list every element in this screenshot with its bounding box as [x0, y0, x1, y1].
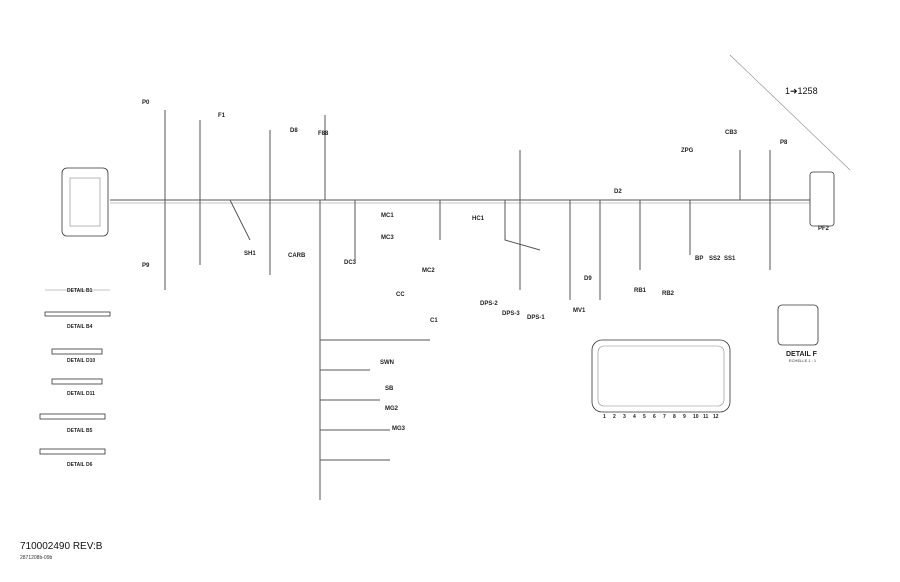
- drawing-sub-code: 2871208b-09b: [20, 555, 53, 561]
- svg-text:6: 6: [653, 414, 656, 420]
- svg-text:DC3: DC3: [344, 260, 357, 266]
- svg-text:DETAIL D11: DETAIL D11: [67, 391, 95, 397]
- svg-text:DETAIL B1: DETAIL B1: [67, 288, 93, 294]
- svg-text:BP: BP: [695, 256, 703, 262]
- svg-text:DETAIL D10: DETAIL D10: [67, 358, 95, 364]
- svg-text:D8: D8: [290, 128, 298, 134]
- svg-text:MG3: MG3: [392, 426, 406, 432]
- page-ref: 1➜1258: [785, 86, 818, 96]
- svg-text:MC3: MC3: [381, 235, 394, 241]
- svg-text:SWN: SWN: [380, 360, 394, 366]
- svg-text:MG2: MG2: [385, 406, 399, 412]
- svg-text:HC1: HC1: [472, 216, 485, 222]
- svg-text:DPS-2: DPS-2: [480, 301, 498, 307]
- svg-text:SH1: SH1: [244, 251, 256, 257]
- svg-text:ZPG: ZPG: [681, 148, 694, 154]
- svg-text:11: 11: [703, 414, 709, 420]
- pf2-connector: [809, 171, 835, 227]
- page-ref-leader: [729, 54, 851, 171]
- detail-f-connector: [777, 304, 819, 346]
- svg-text:3: 3: [623, 414, 626, 420]
- left-main-connector: [61, 167, 109, 237]
- svg-text:MC2: MC2: [422, 268, 435, 274]
- svg-text:MV1: MV1: [573, 308, 586, 314]
- left-connector-body: [69, 177, 101, 227]
- svg-text:P0: P0: [142, 100, 150, 106]
- svg-text:F88: F88: [318, 131, 329, 137]
- svg-text:DPS-1: DPS-1: [527, 315, 545, 321]
- svg-text:P8: P8: [780, 140, 788, 146]
- svg-text:CARB: CARB: [288, 253, 306, 259]
- svg-text:D9: D9: [584, 276, 592, 282]
- svg-text:9: 9: [683, 414, 686, 420]
- detail-f-title: DETAIL F: [786, 351, 818, 358]
- svg-text:D2: D2: [614, 189, 622, 195]
- svg-text:1: 1: [603, 414, 606, 420]
- svg-text:8: 8: [673, 414, 676, 420]
- svg-text:4: 4: [633, 414, 636, 420]
- svg-text:CB3: CB3: [725, 130, 738, 136]
- fuse-box-numbers: 1 2 3 4 5 6 7 8 9 10 11 12: [603, 414, 719, 420]
- svg-text:RB2: RB2: [662, 291, 675, 297]
- svg-text:DPS-3: DPS-3: [502, 311, 520, 317]
- svg-text:SS2: SS2: [709, 256, 721, 262]
- svg-text:10: 10: [693, 414, 699, 420]
- fuse-box: [591, 339, 731, 413]
- connector-labels: P0 F1 D8 F88 CARB SH1 P9 DC3 MC1 MC3 CC …: [142, 100, 830, 432]
- svg-text:DETAIL B5: DETAIL B5: [67, 428, 93, 434]
- detail-f-scale: ECHELLE 1 : 1: [789, 358, 817, 363]
- svg-text:SS1: SS1: [724, 256, 736, 262]
- fuse-box-inner: [597, 345, 725, 407]
- svg-text:PF2: PF2: [818, 226, 830, 232]
- svg-text:CC: CC: [396, 292, 405, 298]
- svg-text:7: 7: [663, 414, 666, 420]
- svg-text:F1: F1: [218, 113, 226, 119]
- svg-text:DETAIL B4: DETAIL B4: [67, 324, 93, 330]
- harness-branches: [164, 110, 771, 500]
- svg-text:5: 5: [643, 414, 646, 420]
- detail-views: DETAIL B1 DETAIL B4 DETAIL D10 DETAIL D1…: [39, 288, 111, 468]
- svg-text:P9: P9: [142, 263, 150, 269]
- svg-text:12: 12: [713, 414, 719, 420]
- svg-text:SB: SB: [385, 386, 394, 392]
- svg-text:DETAIL D6: DETAIL D6: [67, 462, 93, 468]
- svg-text:MC1: MC1: [381, 213, 394, 219]
- svg-text:C1: C1: [430, 318, 438, 324]
- drawing-part-number: 710002490 REV:B: [20, 541, 103, 552]
- svg-text:2: 2: [613, 414, 616, 420]
- svg-text:RB1: RB1: [634, 288, 647, 294]
